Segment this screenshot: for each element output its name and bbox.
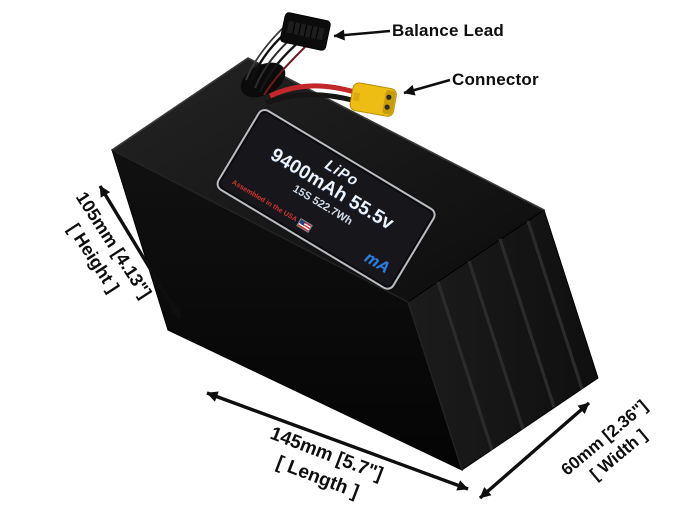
edge-highlight [111,57,545,211]
dimension-arrows [98,185,591,500]
balance-plug [280,12,331,51]
power-wire-red [268,83,359,99]
width-dimension-arrow [478,401,591,500]
balance-wire [245,23,288,81]
power-wire-black [265,92,357,106]
cell-ridges [436,220,584,451]
usa-flag-icon [296,218,314,234]
callout-arrows [333,29,451,96]
balance-lead-arrow [333,29,391,41]
connector-label: Connector [452,70,539,89]
xt90-connector [349,82,397,117]
balance-wire-red [263,45,307,96]
connector-arrow [403,78,451,96]
length-dimension-arrow [206,391,469,491]
wire-exit [240,62,286,98]
balance-lead-label: Balance Lead [392,21,505,40]
brand-logo: mA [361,249,393,278]
height-dimension-arrow [98,185,182,319]
